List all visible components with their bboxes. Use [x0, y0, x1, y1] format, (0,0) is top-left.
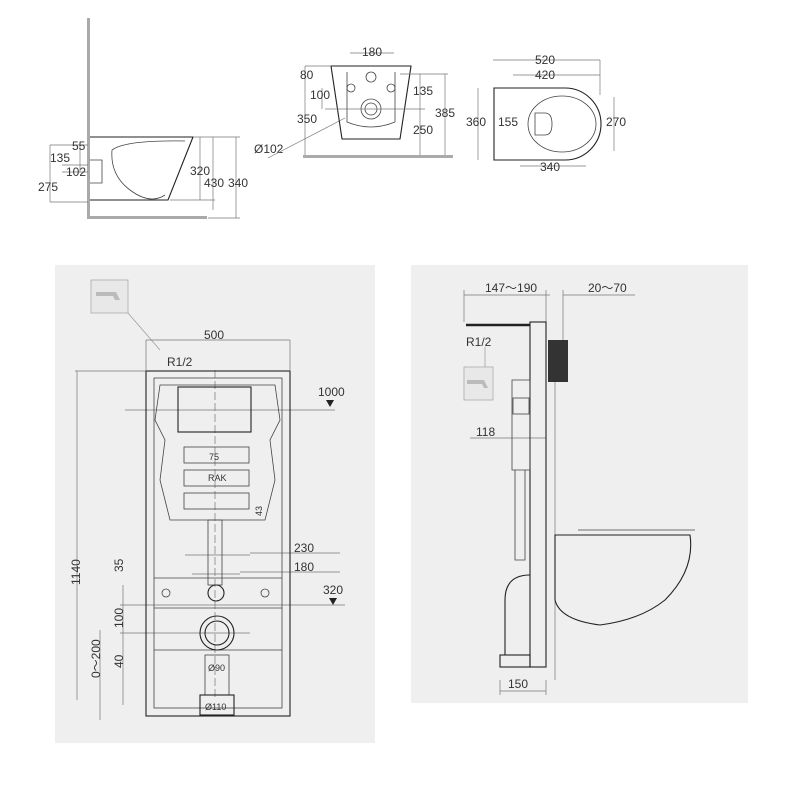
dim-275: 275 — [38, 180, 58, 194]
frame-side-panel: 147～190 20～70 R1/2 118 150 — [411, 265, 748, 703]
flush-plate — [548, 340, 568, 382]
dim-420: 420 — [535, 68, 555, 82]
inlet-label: R1/2 — [466, 335, 492, 349]
dim-430: 430 — [204, 176, 224, 190]
dim-55: 55 — [72, 139, 86, 153]
dim-180: 180 — [362, 45, 382, 59]
dim-100: 100 — [112, 608, 126, 628]
drain-pipe — [199, 615, 235, 651]
diameter-102: Ø102 — [254, 142, 284, 156]
dim-135: 135 — [413, 84, 433, 98]
water-tap-icon — [463, 347, 494, 401]
adjust-range: 0～200 — [89, 639, 103, 678]
dim-340: 340 — [228, 176, 248, 190]
dim-75: 75 — [209, 452, 219, 462]
dim-1140: 1140 — [69, 559, 83, 585]
dim-270: 270 — [606, 115, 626, 129]
frame-front-panel: 500 R1/2 1000 75 RAK 43 230 180 320 1140… — [55, 265, 375, 743]
floor — [87, 216, 207, 219]
dim-43: 43 — [254, 506, 264, 516]
dim-230: 230 — [294, 541, 314, 555]
front-view: 180 80 100 135 350 385 250 — [297, 45, 455, 158]
dim-360: 360 — [466, 115, 486, 129]
dim-250: 250 — [413, 123, 433, 137]
dim-320: 320 — [190, 164, 210, 178]
toilet-outline — [90, 136, 194, 201]
dim-350: 350 — [297, 112, 317, 126]
flush-opening — [177, 386, 252, 433]
frame-outline — [145, 370, 291, 717]
diameter-110: Ø110 — [205, 702, 226, 712]
diameter-90: Ø90 — [208, 663, 225, 673]
dim-135: 135 — [50, 151, 70, 165]
bowl-front-outline — [330, 65, 412, 140]
drain-bend — [504, 574, 531, 656]
frame-side-profile — [529, 321, 547, 668]
inlet-label: R1/2 — [167, 355, 193, 369]
dim-100: 100 — [310, 88, 330, 102]
water-tap-icon — [90, 279, 161, 351]
dim-155: 155 — [498, 115, 518, 129]
dim-80: 80 — [300, 68, 314, 82]
dim-520: 520 — [535, 53, 555, 67]
dim-340: 340 — [540, 160, 560, 174]
dim-180: 180 — [294, 560, 314, 574]
dim-102: 102 — [66, 165, 86, 179]
dim-150: 150 — [508, 677, 528, 691]
wall — [87, 18, 90, 218]
dim-500: 500 — [204, 328, 224, 342]
bowl-top-outline — [493, 87, 602, 161]
side-view: 55 135 102 275 320 430 340 Ø102 — [38, 18, 346, 219]
depth-range: 147～190 — [485, 281, 537, 295]
bolt-height: 320 — [323, 583, 343, 597]
dim-40: 40 — [112, 654, 126, 668]
top-view: 520 420 360 155 270 340 — [466, 53, 626, 174]
cistern — [154, 384, 281, 521]
dim-35: 35 — [112, 558, 126, 572]
brand-label: RAK — [208, 473, 227, 483]
cistern-side — [511, 379, 531, 561]
dim-385: 385 — [435, 106, 455, 120]
offset-range: 20～70 — [588, 281, 627, 295]
toilet-side — [554, 534, 692, 626]
dim-118: 118 — [476, 425, 495, 439]
flush-height: 1000 — [318, 385, 345, 399]
